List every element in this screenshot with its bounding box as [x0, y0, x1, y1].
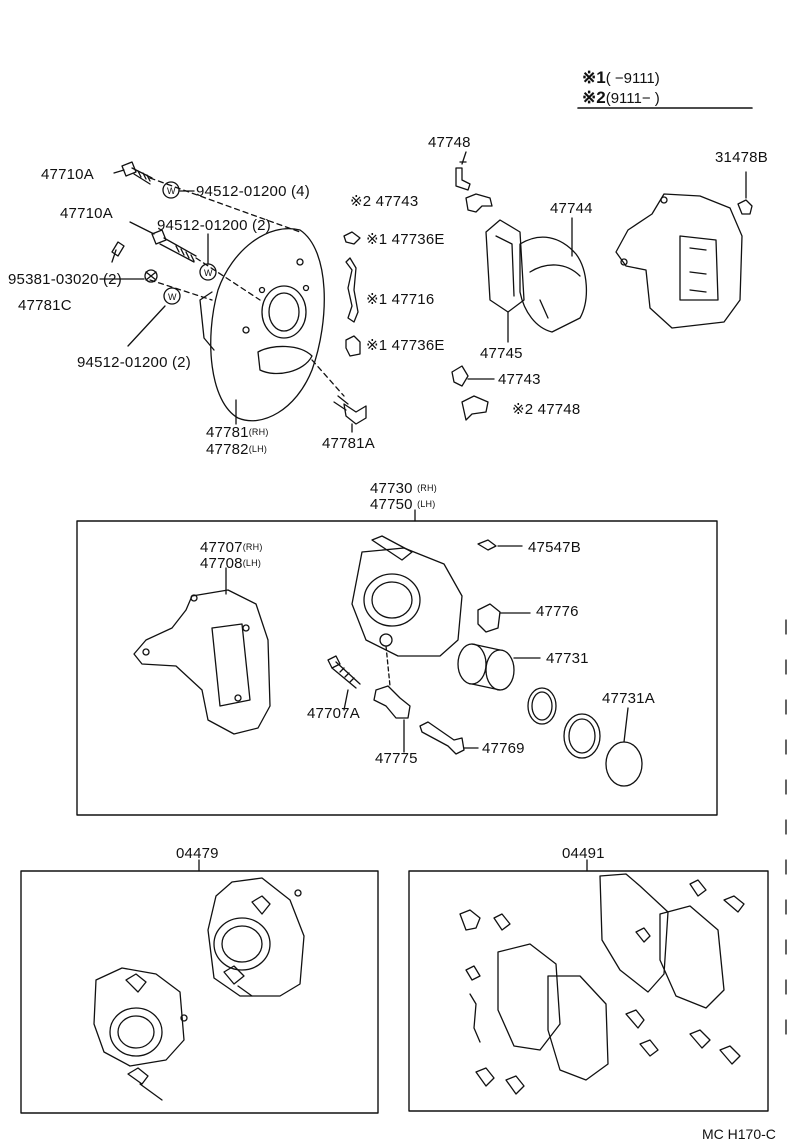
- label-47707A: 47707A: [307, 705, 360, 722]
- caliper-top-right-shape: [615, 193, 743, 329]
- bleeder-47547B-shape: [477, 539, 497, 551]
- cap-31478B-shape: [737, 199, 753, 215]
- label-47782: 47782(LH): [206, 442, 267, 457]
- label-47731: 47731: [546, 650, 589, 667]
- piston-47731-shape: [457, 643, 515, 691]
- bolt-47781A-shape: [333, 395, 367, 425]
- label-95381: 95381-03020 (2): [8, 271, 122, 288]
- caliper-body-shape: [351, 535, 463, 657]
- bolt-47710A-1-shape: [121, 161, 153, 185]
- label-47716: ※1 47716: [366, 291, 435, 308]
- label-47776: 47776: [536, 603, 579, 620]
- label-47748-mid: ※2 47748: [512, 401, 581, 418]
- label-47781C: 47781C: [18, 297, 72, 314]
- clip-47748-top-shape: [455, 161, 471, 191]
- label-47750-lh: (LH): [417, 499, 436, 509]
- label-47782-lh: (LH): [248, 444, 268, 454]
- label-47775: 47775: [375, 750, 418, 767]
- label-47731A: 47731A: [602, 690, 655, 707]
- label-47736E-b: ※1 47736E: [366, 337, 445, 354]
- svg-text:W: W: [168, 292, 177, 302]
- label-47547B: 47547B: [528, 539, 581, 556]
- label-47769: 47769: [482, 740, 525, 757]
- label-47781-number: 47781: [206, 424, 249, 441]
- clip-47748-mid-shape: [461, 395, 489, 421]
- label-94512-4: 94512-01200 (4): [196, 183, 310, 200]
- legend-text-2: (9111− ): [605, 90, 660, 107]
- legend-mark-1: ※1: [582, 68, 606, 87]
- bushing-47775-shape: [373, 685, 411, 719]
- label-47710A-2: 47710A: [60, 205, 113, 222]
- boot-47776-shape: [477, 603, 501, 633]
- label-47781: 47781(RH): [206, 425, 269, 440]
- label-04491: 04491: [562, 845, 605, 862]
- label-47781A: 47781A: [322, 435, 375, 452]
- label-47707-rh: (RH): [242, 542, 263, 552]
- legend-mark-2: ※2: [582, 88, 606, 107]
- label-47707: 47707(RH): [200, 540, 263, 555]
- clip-95381-shape: [111, 241, 125, 257]
- label-47748-top: 47748: [428, 134, 471, 151]
- label-04479: 04479: [176, 845, 219, 862]
- legend-text-1: ( −9111): [605, 70, 660, 87]
- label-47708: 47708(LH): [200, 556, 261, 571]
- pad-47744-shape: [519, 236, 588, 333]
- bolt-47710A-2-shape: [151, 229, 197, 263]
- washer-94512-4-shape: [162, 181, 180, 199]
- label-31478B: 31478B: [715, 149, 768, 166]
- label-47730-rh: (RH): [417, 483, 437, 493]
- label-47736E-a: ※1 47736E: [366, 231, 445, 248]
- kit-box-04479: [20, 870, 379, 1114]
- assembly-box-47730: [76, 520, 718, 816]
- clip-47736E-a-shape: [343, 231, 361, 245]
- label-47745: 47745: [480, 345, 523, 362]
- label-47708-lh: (LH): [242, 558, 262, 568]
- diagram-code: MC H170-C: [702, 1126, 776, 1142]
- clip-47736E-b-shape: [345, 335, 361, 357]
- label-47744: 47744: [550, 200, 593, 217]
- label-94512-2b: 94512-01200 (2): [77, 354, 191, 371]
- label-47710A-1: 47710A: [41, 166, 94, 183]
- pin-47707A-shape: [327, 655, 361, 689]
- kit-04479-parts-shape: [93, 877, 305, 1101]
- spring-47716-shape: [345, 257, 359, 323]
- label-47730: 47730 (RH): [370, 481, 437, 496]
- kit-box-04491: [408, 870, 769, 1112]
- kit-04491-parts-shape: [459, 873, 745, 1095]
- dust-cover-shape: [199, 228, 325, 422]
- torque-plate-47707-shape: [133, 589, 271, 735]
- clip-47743-mid-shape: [451, 365, 469, 387]
- label-47743-top: ※2 47743: [350, 193, 419, 210]
- seal-47731A-shape: [527, 687, 643, 787]
- legend-row-1: ※1( −9111): [582, 68, 660, 88]
- pad-47745-shape: [485, 219, 525, 313]
- label-94512-2a: 94512-01200 (2): [157, 217, 271, 234]
- clip-47743-top-shape: [465, 193, 493, 213]
- label-47782-number: 47782: [206, 441, 249, 458]
- label-47708-number: 47708: [200, 555, 243, 572]
- label-47781-rh: (RH): [248, 427, 269, 437]
- svg-text:W: W: [167, 186, 176, 196]
- legend-row-2: ※2(9111− ): [582, 88, 660, 108]
- nut-47781C-shape: [144, 269, 158, 283]
- label-47707-number: 47707: [200, 539, 243, 556]
- label-47750-number: 47750: [370, 496, 413, 513]
- label-47730-number: 47730: [370, 480, 413, 497]
- label-47750: 47750 (LH): [370, 497, 435, 512]
- pin-47769-shape: [419, 721, 465, 755]
- washer-94512-2b-shape: [163, 287, 181, 305]
- svg-text:W: W: [204, 268, 213, 278]
- label-47743-mid: 47743: [498, 371, 541, 388]
